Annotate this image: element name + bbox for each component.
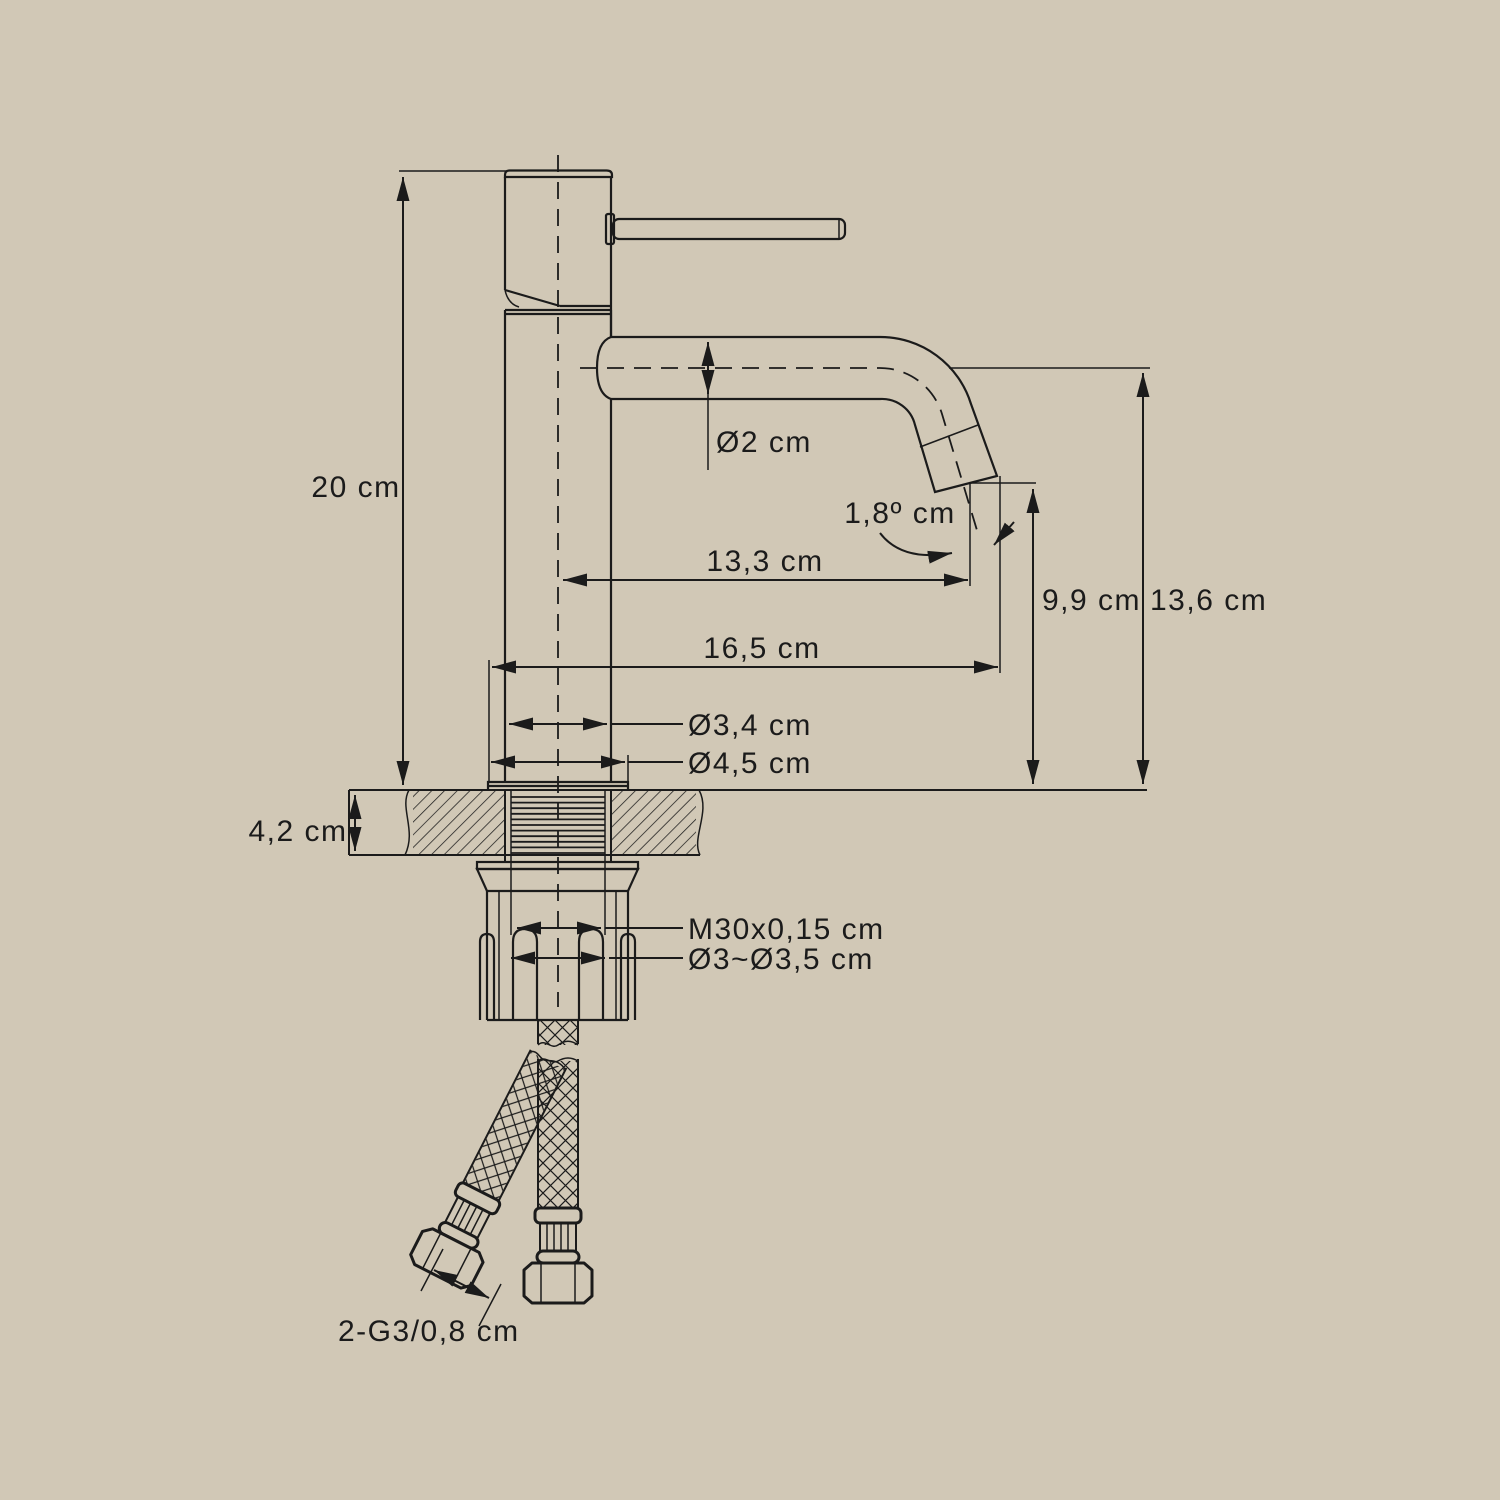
faucet-column xyxy=(503,314,613,782)
dim-label-base-diameter: Ø4,5 cm xyxy=(688,747,812,780)
counter-hatch-left xyxy=(413,791,504,854)
dim-thread-spec: M30x0,15 cm xyxy=(517,913,885,946)
dim-total-height: 20 cm xyxy=(311,177,410,785)
hose-left-braid xyxy=(463,1052,565,1201)
dim-counter-thickness: 4,2 cm xyxy=(248,795,362,851)
dim-label-tip-height: 9,9 cm xyxy=(1042,584,1141,617)
base-flange xyxy=(486,780,630,790)
hose-stub xyxy=(537,1020,579,1047)
mounting-nut-body xyxy=(485,891,630,1022)
dim-hose-spec: 2-G3/0,8 cm xyxy=(338,1248,520,1348)
faucet-body xyxy=(486,169,999,790)
nut-tab-left xyxy=(478,932,496,1020)
dim-spout-reach: 13,3 cm xyxy=(563,545,968,587)
hose-left-top-wave xyxy=(529,1050,567,1071)
hose-right-rib-lines xyxy=(546,1223,569,1251)
hose-right-hex-facets xyxy=(540,1263,576,1303)
hose-left-rib-lines xyxy=(450,1199,484,1235)
counter-break-wave-right xyxy=(696,789,704,856)
supply-prong-left xyxy=(511,927,539,1020)
supply-hoses xyxy=(409,1020,594,1305)
spout-outline xyxy=(611,335,999,494)
hose-left-sides xyxy=(462,1049,568,1202)
mounting-hole-edges xyxy=(504,790,612,862)
dim-label-spout-centerline-height: 13,6 cm xyxy=(1150,584,1267,617)
dim-tip-angle: 1,8º cm xyxy=(844,497,1015,564)
spout xyxy=(595,335,999,494)
hose-right-collar xyxy=(533,1206,583,1225)
handle-lever xyxy=(604,212,847,246)
dim-label-hole-diameter: Ø3~Ø3,5 cm xyxy=(688,943,874,976)
nut-tab-right xyxy=(619,932,637,1020)
dim-body-diameter: Ø3,4 cm xyxy=(509,709,812,742)
faucet-head xyxy=(503,177,613,337)
hose-right-ferrule xyxy=(535,1249,581,1265)
dim-spout-centerline-height: 13,6 cm xyxy=(1136,373,1267,784)
dim-tip-height: 9,9 cm xyxy=(1026,489,1141,784)
head-underside-arc xyxy=(504,289,520,308)
dim-spout-tube-diameter: Ø2 cm xyxy=(701,342,812,470)
mounting-nut-inner-lines xyxy=(498,891,617,1020)
dim-label-counter-thickness: 4,2 cm xyxy=(248,815,347,848)
dimensions: 20 cm Ø2 cm 1,8º cm 13,3 cm 9,9 cm 13,6 … xyxy=(248,170,1267,1348)
centerlines xyxy=(557,155,980,1007)
hose-stub-break-wave xyxy=(537,1040,579,1047)
dim-total-reach: 16,5 cm xyxy=(492,632,998,674)
hose-left xyxy=(409,1049,568,1290)
faucet-top-cap xyxy=(503,169,614,179)
dim-label-spout-tube-diameter: Ø2 cm xyxy=(716,426,812,459)
hose-right-hex-nut xyxy=(522,1261,594,1305)
supply-prong-right xyxy=(577,927,605,1020)
dim-base-diameter: Ø4,5 cm xyxy=(491,747,812,780)
head-collar xyxy=(503,308,613,316)
dim-label-spout-reach: 13,3 cm xyxy=(706,545,823,578)
ext-lines-base xyxy=(488,660,629,781)
dim-label-hose-spec: 2-G3/0,8 cm xyxy=(338,1315,520,1348)
dim-label-body-diameter: Ø3,4 cm xyxy=(688,709,812,742)
dim-label-thread-spec: M30x0,15 cm xyxy=(688,913,885,946)
counter-break-wave-left xyxy=(404,789,410,856)
ext-lines-spout-tip xyxy=(969,476,1036,673)
counter-hatch-right xyxy=(612,791,696,854)
hose-stub-sides xyxy=(537,1020,579,1044)
spout-centerline xyxy=(580,367,980,538)
spout-root-curve xyxy=(595,335,612,401)
dim-label-total-reach: 16,5 cm xyxy=(703,632,820,665)
dim-label-total-height: 20 cm xyxy=(311,471,400,504)
shank-thread-lines xyxy=(511,796,605,854)
aerator-joint-line xyxy=(919,424,979,448)
handle-rod xyxy=(611,217,847,241)
dim-hole-diameter: Ø3~Ø3,5 cm xyxy=(511,943,874,976)
hose-right-ribbed xyxy=(539,1222,577,1252)
dim-label-tip-angle: 1,8º cm xyxy=(844,497,956,530)
